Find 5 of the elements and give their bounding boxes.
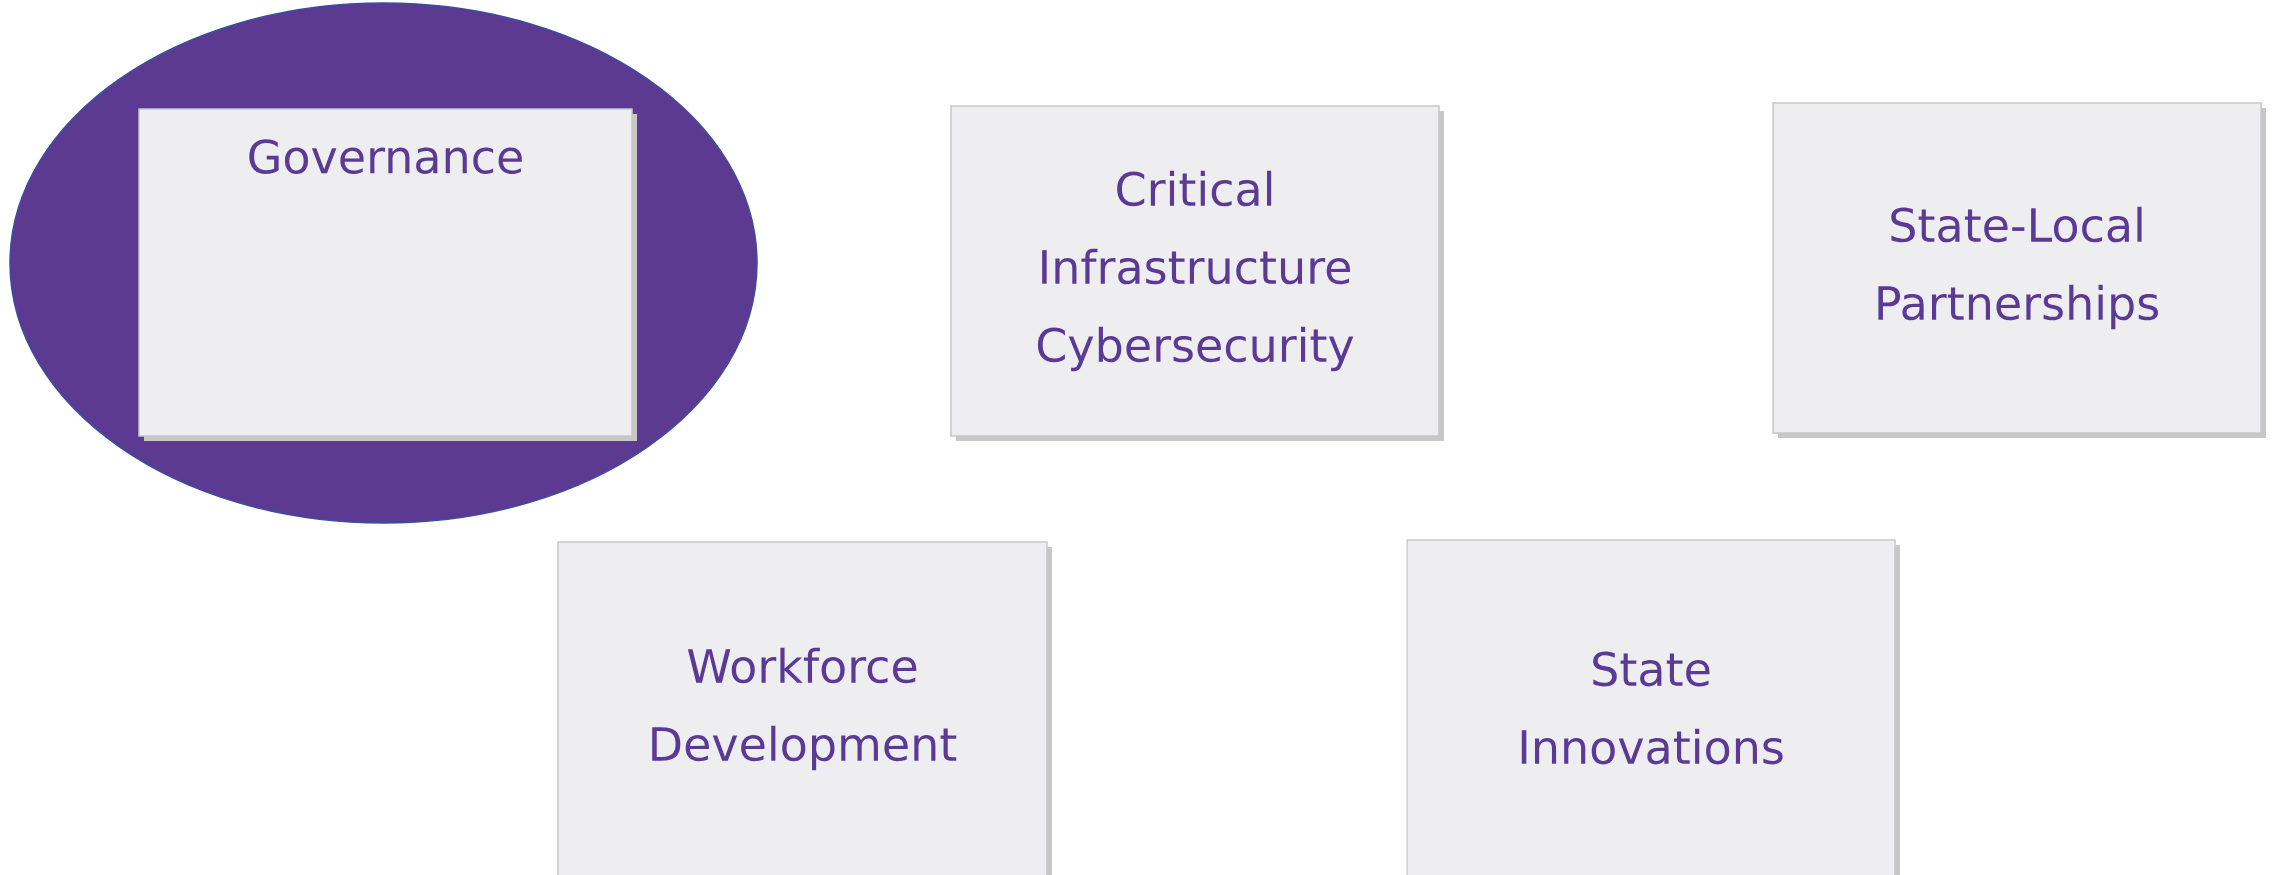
topic-box: Workforce Development (557, 541, 1048, 875)
topic-box: State Innovations (1406, 539, 1896, 875)
topic-box: Governance (138, 108, 633, 437)
topic-box: Critical Infrastructure Cybersecurity (950, 105, 1440, 437)
topic-box: State-Local Partnerships (1772, 102, 2262, 434)
